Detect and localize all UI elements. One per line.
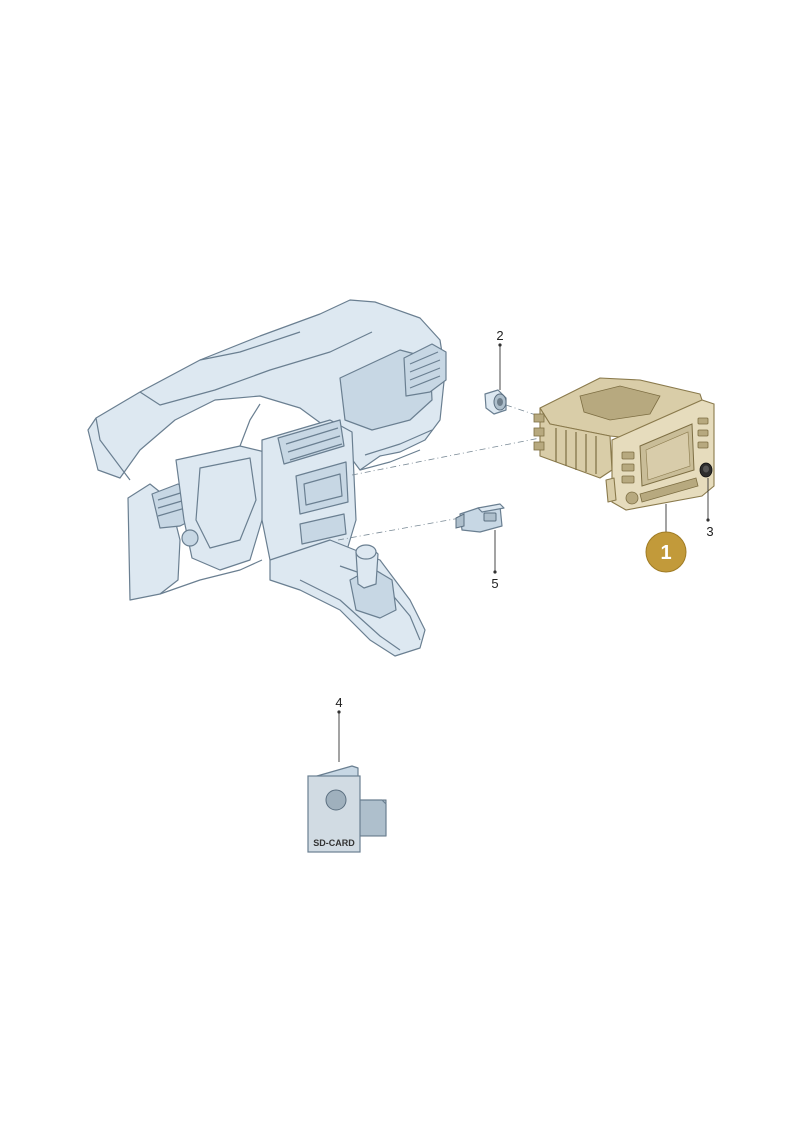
callout-4: 4 (335, 695, 342, 710)
dashboard-illustration (87, 299, 447, 657)
callout-badge-1[interactable]: 1 (645, 531, 687, 573)
part-1-radio-navigation-unit[interactable] (533, 377, 715, 511)
part-5-usb-connector[interactable] (455, 503, 505, 533)
part-3-rotary-knob[interactable] (699, 462, 713, 478)
leader-dot-3 (706, 518, 710, 522)
part-2-bushing[interactable] (484, 389, 507, 415)
leader-dot-2 (498, 343, 502, 347)
callout-3: 3 (706, 524, 713, 539)
callout-2: 2 (496, 328, 503, 343)
assembly-guide-lines (337, 404, 546, 541)
part-4-sd-card-booklet[interactable]: SD-CARD (307, 765, 387, 853)
callout-5: 5 (491, 576, 498, 591)
leader-dot-5 (493, 570, 497, 574)
leader-dot-4 (337, 710, 341, 714)
sd-card-label: SD-CARD (313, 838, 355, 848)
callout-1: 1 (660, 542, 671, 564)
